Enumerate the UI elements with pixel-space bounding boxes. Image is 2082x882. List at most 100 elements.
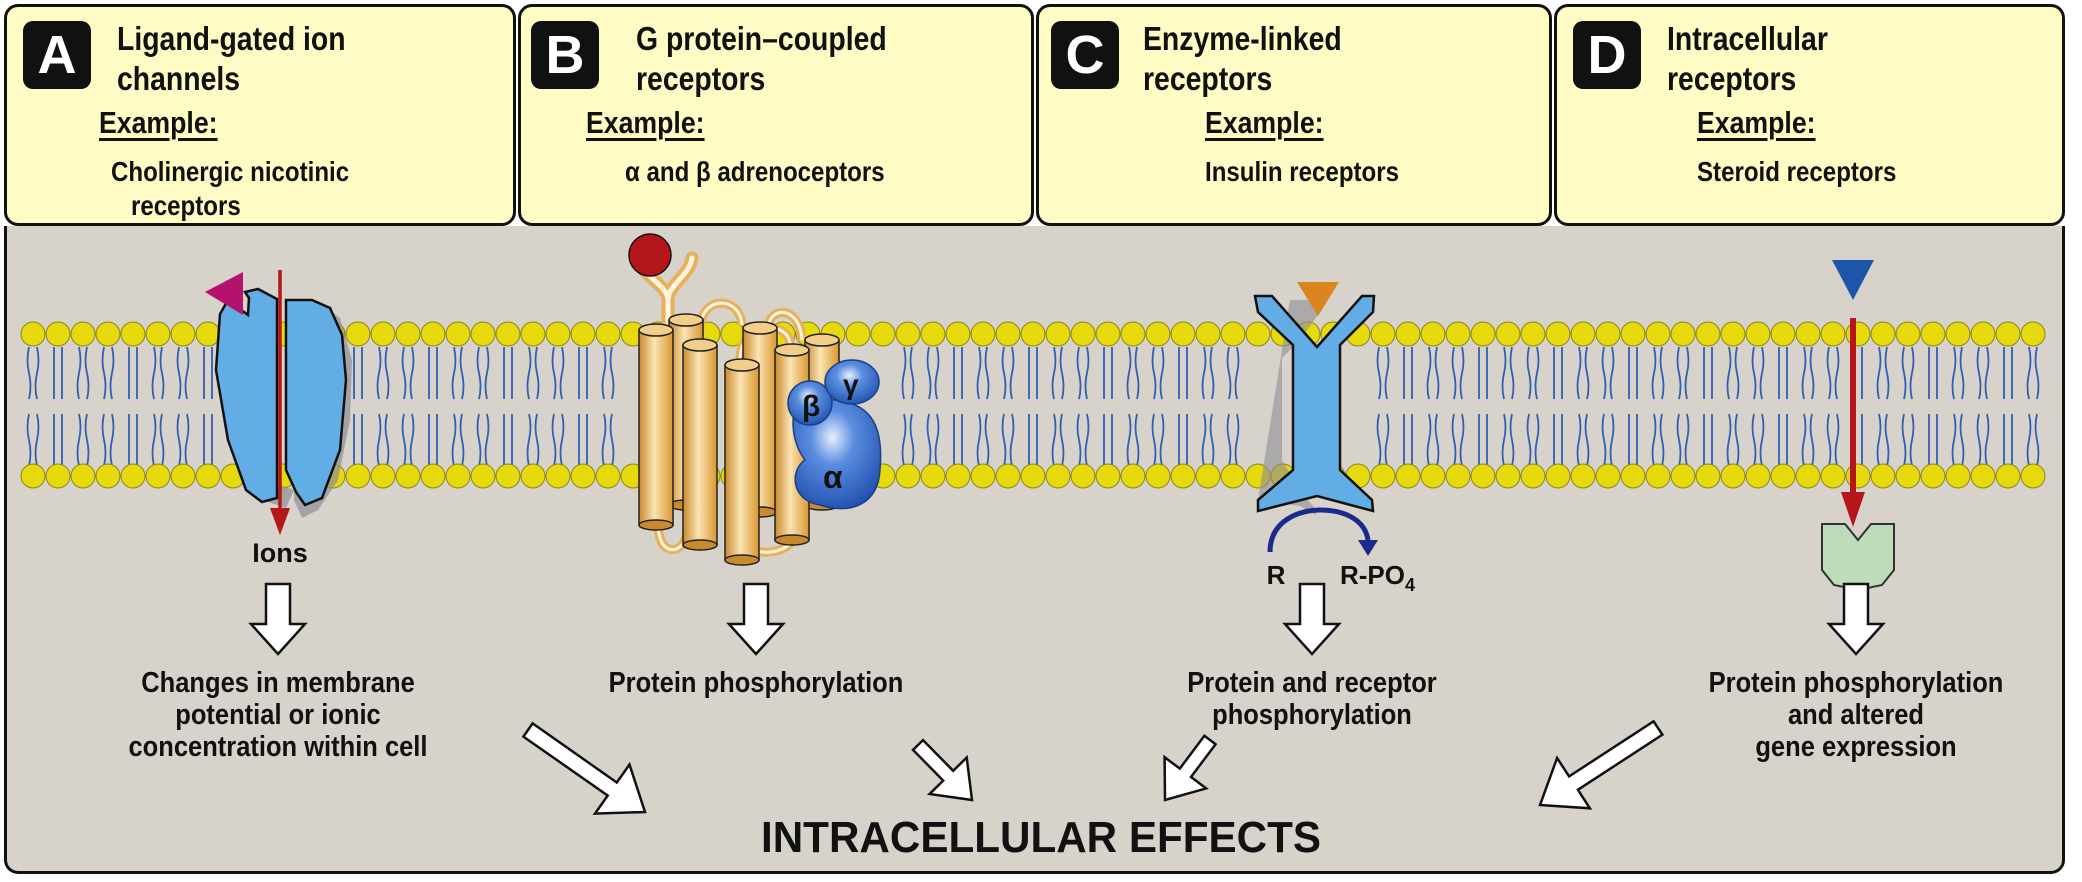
lipid-tail [1201, 413, 1207, 467]
phospholipid [170, 321, 196, 489]
phospholipid [1745, 321, 1771, 489]
g-protein-beta-label: β [802, 390, 820, 423]
lipid-tail [2026, 413, 2032, 467]
panel-c-example-line1: Insulin receptors [1205, 156, 1400, 187]
lipid-head [845, 321, 871, 347]
phospholipid [1445, 321, 1471, 489]
lipid-tail [1084, 413, 1090, 467]
phospholipid [470, 321, 496, 489]
product-label-main: R-PO [1340, 560, 1405, 590]
lipid-head [1695, 463, 1721, 489]
lipid-head [1745, 321, 1771, 347]
lipid-head [1845, 321, 1871, 347]
lipid-tail [609, 346, 615, 400]
lipid-head [1995, 321, 2021, 347]
lipid-tail [1076, 413, 1082, 467]
lipid-head [1420, 463, 1446, 489]
phosphorylation-arrow-curve [1267, 507, 1371, 553]
phospholipid [1020, 321, 1046, 489]
lipid-tail [1601, 346, 1607, 400]
phospholipid [995, 321, 1021, 489]
lipid-tail [1009, 413, 1015, 467]
lipid-head [445, 321, 471, 347]
phospholipid [1145, 321, 1171, 489]
lipid-tail [1159, 346, 1165, 400]
lipid-head [495, 321, 521, 347]
lipid-tail [1234, 346, 1240, 400]
lipid-head [1670, 463, 1696, 489]
lipid-tail [101, 413, 107, 467]
lipid-tail [184, 346, 190, 400]
lipid-tail [484, 413, 490, 467]
phospholipid [1420, 321, 1446, 489]
lipid-tail [1151, 346, 1157, 400]
lipid-head [1570, 321, 1596, 347]
lipid-tail [451, 346, 457, 400]
panel-a-letter-badge: A [23, 21, 91, 89]
outcome-b-line: Protein phosphorylation [609, 665, 904, 698]
lipid-head [70, 463, 96, 489]
outcome-a-line: concentration within cell [129, 729, 428, 762]
lipid-tail [1076, 346, 1082, 400]
lipid-tail [1451, 346, 1457, 400]
gpcr-transmembrane-helix [682, 338, 718, 551]
lipid-head [70, 321, 96, 347]
phospholipid [1220, 321, 1246, 489]
lipid-tail [551, 413, 557, 467]
phospholipid [1495, 321, 1521, 489]
lipid-tail [1526, 413, 1532, 467]
product-label-subscript: 4 [1405, 575, 1415, 595]
diagonal-arrow-icon [911, 738, 974, 802]
lipid-head [420, 463, 446, 489]
intracellular-effects-title: INTRACELLULAR EFFECTS [761, 813, 1321, 862]
lipid-head [1245, 321, 1271, 347]
lipid-tail [2026, 346, 2032, 400]
lipid-head [95, 463, 121, 489]
lipid-tail [1226, 413, 1232, 467]
phospholipid [920, 321, 946, 489]
lipid-tail [384, 413, 390, 467]
lipid-tail [2034, 413, 2040, 467]
lipid-head [995, 463, 1021, 489]
lipid-tail [926, 413, 932, 467]
panel-a-example-line2: receptors [131, 190, 241, 221]
lipid-tail [1384, 346, 1390, 400]
lipid-tail [1084, 346, 1090, 400]
lipid-tail [1534, 413, 1540, 467]
lipid-head [1620, 463, 1646, 489]
lipid-tail [559, 346, 565, 400]
lipid-tail [601, 413, 607, 467]
phospholipid [1845, 321, 1871, 489]
lipid-tail [1676, 346, 1682, 400]
lipid-head [1970, 321, 1996, 347]
lipid-tail [84, 413, 90, 467]
phosphorylation-arrow-head [1358, 540, 1378, 556]
lipid-tail [1809, 413, 1815, 467]
lipid-tail [1826, 413, 1832, 467]
lipid-tail [1576, 346, 1582, 400]
lipid-head [470, 321, 496, 347]
lipid-tail [76, 346, 82, 400]
lipid-head [970, 321, 996, 347]
panel-d-letter-badge: D [1573, 21, 1641, 89]
phospholipid [1470, 321, 1496, 489]
lipid-tail [26, 346, 32, 400]
lipid-tail [1801, 346, 1807, 400]
phosphorylated-product-label: R-PO4 [1340, 560, 1415, 595]
panel-a-example-label: Example: [99, 105, 218, 140]
phospholipid [1395, 321, 1421, 489]
lipid-tail [1501, 346, 1507, 400]
lipid-tail [1376, 413, 1382, 467]
panel-c-letter-badge: C [1051, 21, 1119, 89]
lipid-tail [559, 413, 565, 467]
lipid-head [1820, 463, 1846, 489]
panel-a-title-line2: channels [117, 60, 241, 97]
phospholipid [20, 321, 46, 489]
lipid-tail [1751, 346, 1757, 400]
lipid-tail [1609, 346, 1615, 400]
lipid-tail [1051, 413, 1057, 467]
panel-b-letter-badge: B [531, 21, 599, 89]
lipid-head [1020, 463, 1046, 489]
lipid-tail [1384, 413, 1390, 467]
lipid-tail [1209, 413, 1215, 467]
